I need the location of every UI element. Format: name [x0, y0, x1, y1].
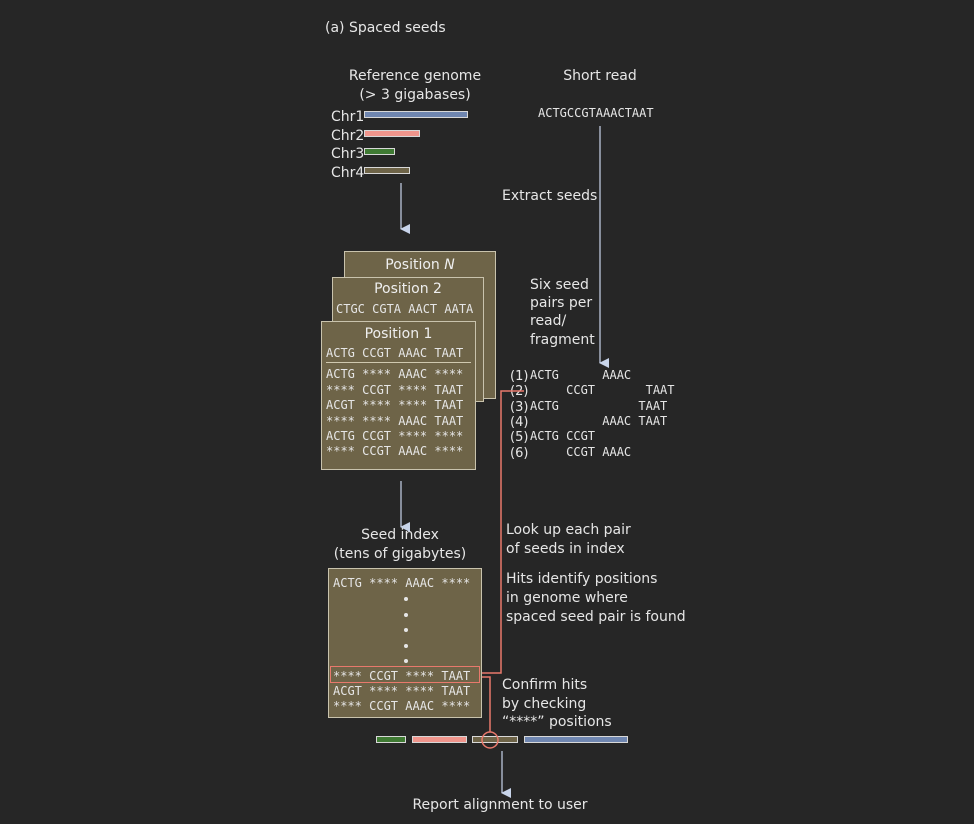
- chr3-label: Chr3: [331, 146, 365, 162]
- seed-pair: AAAC TAAT: [530, 414, 668, 428]
- position-n-title: Position N: [385, 257, 455, 273]
- seed-index-row: ACTG **** AAAC ****: [333, 576, 471, 590]
- position-1-row: ACTG **** AAAC ****: [326, 367, 464, 381]
- hits-line1: Hits identify positions: [506, 571, 658, 587]
- seed-index-row: ACGT **** **** TAAT: [333, 684, 471, 698]
- report-alignment-label: Report alignment to user: [412, 797, 588, 813]
- position-1-divider: [326, 362, 471, 363]
- lookup-line1: Look up each pair: [506, 522, 631, 538]
- chr2-label: Chr2: [331, 128, 365, 144]
- position-1-row: ACTG CCGT **** ****: [326, 429, 464, 443]
- lookup-line2: of seeds in index: [506, 541, 625, 557]
- position-1-title: Position 1: [364, 326, 433, 342]
- position-1-row: **** CCGT AAAC ****: [326, 444, 464, 458]
- short-read-title: Short read: [563, 68, 637, 84]
- six-seed-line1: Six seed: [530, 277, 589, 293]
- ellipsis-dot: [404, 644, 408, 648]
- confirm-connector: [482, 676, 491, 732]
- seed-pair: ACTG CCGT: [530, 429, 596, 443]
- confirm-line2: by checking: [502, 696, 587, 712]
- lookup-connector: [482, 390, 524, 674]
- confirm-circle: [481, 731, 499, 749]
- six-seed-line4: fragment: [530, 332, 595, 348]
- hit-highlight-box: [330, 666, 480, 683]
- position-1-row: **** **** AAAC TAAT: [326, 414, 464, 428]
- chr4-bar: [364, 167, 410, 174]
- chr4-label: Chr4: [331, 165, 365, 181]
- six-seed-line2: pairs per: [530, 295, 593, 311]
- ellipsis-dot: [404, 597, 408, 601]
- position-2-title: Position 2: [374, 281, 442, 297]
- seed-index-card: ACTG **** AAAC **** **** CCGT **** TAAT …: [328, 568, 482, 718]
- hits-line2: in genome where: [506, 590, 628, 606]
- genome-chr2-bar: [412, 736, 467, 743]
- ellipsis-dot: [404, 659, 408, 663]
- seed-index-row: **** CCGT AAAC ****: [333, 699, 471, 713]
- confirm-line3: “****” positions: [502, 714, 612, 730]
- seed-pair-number: (4): [510, 415, 529, 430]
- position-2-sequence: CTGC CGTA AACT AATA: [336, 302, 474, 316]
- extract-seeds-label: Extract seeds: [502, 188, 598, 204]
- ellipsis-dot: [404, 613, 408, 617]
- short-read-sequence: ACTGCCGTAAACTAAT: [538, 106, 654, 120]
- seed-index-title: Seed index: [361, 527, 439, 543]
- seed-pair-number: (3): [510, 400, 529, 415]
- position-1-row: ACGT **** **** TAAT: [326, 398, 464, 412]
- confirm-line1: Confirm hits: [502, 677, 588, 693]
- chr1-label: Chr1: [331, 109, 365, 125]
- seed-pair-number: (6): [510, 446, 529, 461]
- genome-chr1-bar: [524, 736, 628, 743]
- seed-pair: ACTG TAAT: [530, 399, 668, 413]
- seed-pair-number: (5): [510, 430, 529, 445]
- seed-index-size: (tens of gigabytes): [333, 546, 467, 562]
- seed-pair-number: (1): [510, 369, 529, 384]
- seed-pair: CCGT AAAC: [530, 445, 632, 459]
- genome-chr4-bar: [472, 736, 518, 743]
- reference-genome-size: (> 3 gigabases): [359, 87, 471, 103]
- genome-chr3-bar: [376, 736, 406, 743]
- chr2-bar: [364, 130, 420, 137]
- seed-pair: ACTG AAAC: [530, 368, 632, 382]
- seed-pair: CCGT TAAT: [530, 383, 675, 397]
- position-1-row: **** CCGT **** TAAT: [326, 383, 464, 397]
- ellipsis-dot: [404, 628, 408, 632]
- chr3-bar: [364, 148, 395, 155]
- position-1-card: Position 1 ACTG CCGT AAAC TAAT ACTG ****…: [321, 321, 476, 470]
- position-1-sequence: ACTG CCGT AAAC TAAT: [326, 346, 464, 360]
- chr1-bar: [364, 111, 468, 118]
- panel-title: (a) Spaced seeds: [325, 20, 446, 36]
- hits-line3: spaced seed pair is found: [506, 609, 686, 625]
- six-seed-line3: read/: [530, 313, 567, 329]
- seed-index-hit-row: **** CCGT **** TAAT: [333, 669, 471, 683]
- reference-genome-title: Reference genome: [348, 68, 482, 84]
